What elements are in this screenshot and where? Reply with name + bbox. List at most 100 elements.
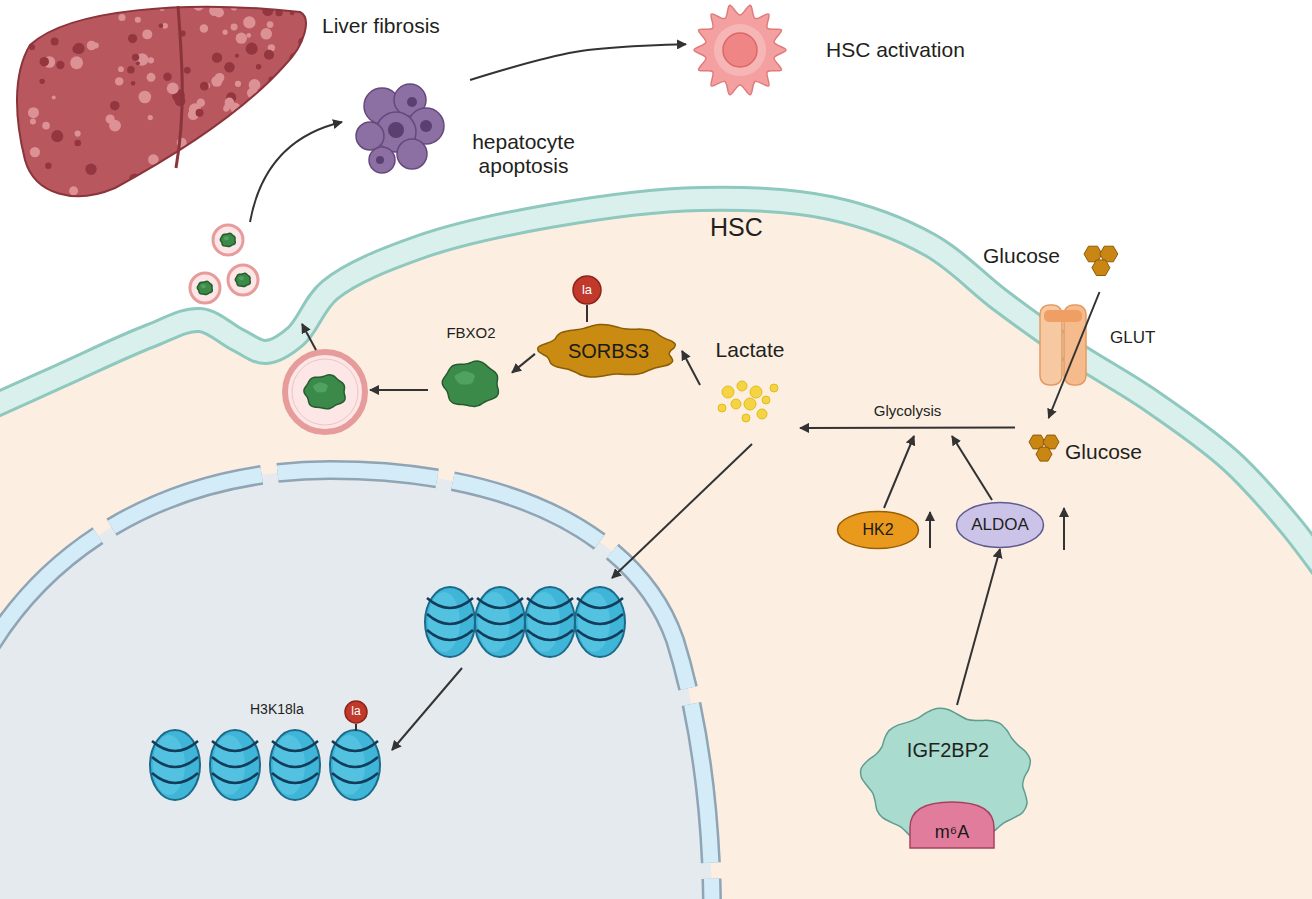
arrow-line xyxy=(612,444,752,578)
liver-nodule xyxy=(148,57,154,63)
node-text: IGF2BP2 xyxy=(907,739,989,762)
node-text: Glucose xyxy=(1065,440,1142,464)
dna-wrap xyxy=(477,614,523,624)
dna-wrap xyxy=(577,598,623,608)
arrow-line xyxy=(392,668,462,750)
node-text: HK2 xyxy=(862,521,893,539)
protein-blob xyxy=(197,281,212,294)
liver-nodule xyxy=(228,180,237,189)
lactate-molecule xyxy=(731,399,741,409)
liver-nodule xyxy=(199,180,203,184)
arrow-connector xyxy=(470,44,686,80)
liver-nodule xyxy=(264,158,270,164)
lactate-molecule xyxy=(742,414,750,422)
cytoplasm xyxy=(0,199,1312,899)
liver-nodule xyxy=(276,175,283,182)
nucleosome xyxy=(575,587,625,657)
protein-blob xyxy=(304,375,345,409)
fbxo2-protein: FBXO2 xyxy=(430,322,512,414)
liver-nodule xyxy=(205,178,214,187)
liver-outline xyxy=(17,7,306,196)
liver-nodule xyxy=(72,45,80,53)
mark-stalk xyxy=(355,724,357,731)
arrow-line xyxy=(302,324,316,350)
liver-nodule xyxy=(246,33,251,38)
liver-nodule xyxy=(33,8,38,13)
protein-highlight xyxy=(201,284,206,288)
liver-nodule xyxy=(272,85,284,97)
mark-circle xyxy=(345,701,367,723)
liver-spots xyxy=(17,0,309,195)
liver-nodule xyxy=(260,28,272,40)
mark-circle xyxy=(573,276,601,304)
lactate-molecule xyxy=(737,381,747,391)
apoptotic-hepatocyte: hepatocyte apoptosis xyxy=(350,80,595,190)
liver-nodule xyxy=(131,81,136,86)
nucleosome xyxy=(210,730,260,800)
figure-label: Liver fibrosis xyxy=(322,14,440,38)
liver-nodule xyxy=(85,164,96,175)
node-text: Lactate xyxy=(716,338,785,362)
liver-nodule xyxy=(224,62,235,73)
vesicle-inner xyxy=(292,359,358,425)
exosome xyxy=(213,225,243,255)
liver-nodule xyxy=(128,34,137,43)
arrow-connector xyxy=(957,549,1000,705)
liver-nodule xyxy=(45,163,51,169)
nucleosome xyxy=(270,730,320,800)
liver-nodule xyxy=(256,130,265,139)
arrow-line xyxy=(929,512,931,548)
nucleosome xyxy=(150,730,200,800)
liver-nodule xyxy=(73,43,84,54)
liver-nodule xyxy=(238,147,246,155)
nucleosome xyxy=(330,730,380,800)
liver-nodule xyxy=(244,171,249,176)
liver-nodule xyxy=(17,178,24,185)
nucleosome xyxy=(425,587,475,657)
lactate-molecule xyxy=(770,384,778,392)
condensed-chromatin xyxy=(376,156,384,164)
liver-nodule xyxy=(260,123,273,136)
activated-cell xyxy=(694,5,786,95)
liver-nodule xyxy=(184,67,191,74)
nuclear-envelope xyxy=(0,470,712,899)
node-text: la xyxy=(351,705,360,719)
liver-nodule xyxy=(118,66,124,72)
arrow-line xyxy=(884,436,914,508)
liver-nodule xyxy=(147,73,156,82)
liver-nodule xyxy=(288,104,297,113)
liver-nodule xyxy=(283,74,293,84)
arrow-line xyxy=(370,389,428,391)
liver-nodule xyxy=(40,21,45,26)
liver-nodule xyxy=(194,166,206,178)
node-text: HSC activation xyxy=(826,38,965,62)
liver-nodule xyxy=(282,165,295,178)
arrow-connector xyxy=(800,427,1015,429)
protein-highlight xyxy=(455,371,475,384)
liver-nodule xyxy=(65,14,71,20)
liver-nodule xyxy=(135,17,141,23)
arrow-line xyxy=(952,436,992,500)
arrow-line xyxy=(1063,508,1065,550)
mark-stalk xyxy=(586,305,588,322)
dna-wrap xyxy=(212,741,258,751)
liver-nodule xyxy=(269,107,276,114)
glucose-hexagon xyxy=(1036,447,1052,461)
liver-nodule xyxy=(136,61,140,65)
liver-nodule xyxy=(190,184,196,190)
liver-nodule xyxy=(75,131,81,137)
lactate-molecule xyxy=(757,409,767,419)
activated-hsc: HSC activation xyxy=(686,2,1004,98)
lactate-molecule xyxy=(722,386,734,398)
liver-nodule xyxy=(289,153,299,163)
liver-nodule xyxy=(37,0,47,7)
liver-nodule xyxy=(52,95,56,99)
aldoa-enzyme: ALDOA xyxy=(955,501,1045,549)
protein-highlight xyxy=(313,382,328,392)
liver-nodule xyxy=(30,119,36,125)
dna-wrap xyxy=(332,741,378,751)
liver-nodule xyxy=(223,30,228,35)
liver-nodule xyxy=(70,56,83,69)
